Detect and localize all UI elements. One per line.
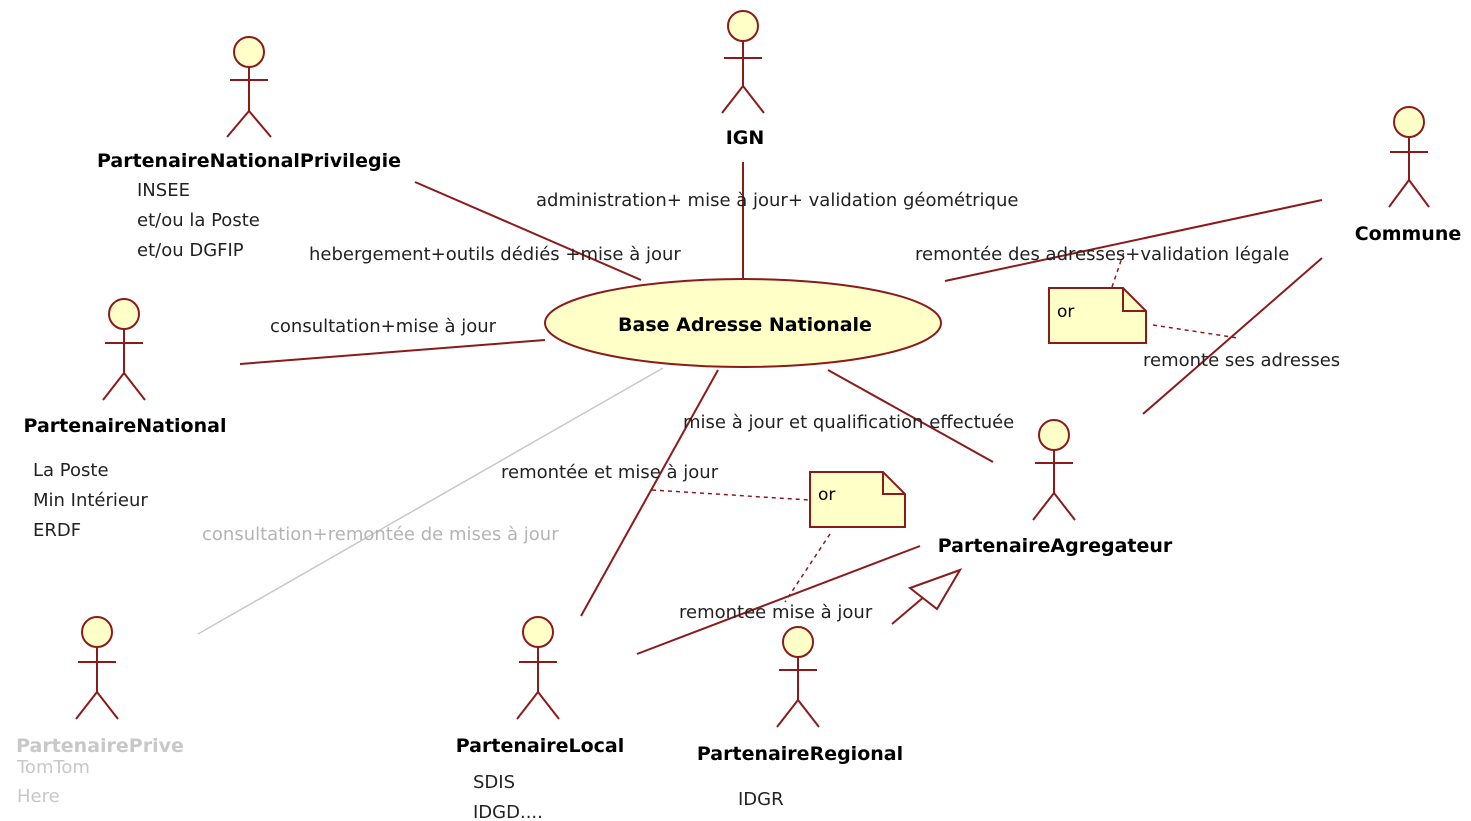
actor-partenaire-regional[interactable]	[776, 626, 820, 728]
actor-ign-name: IGN	[726, 127, 765, 149]
or2-connector-left	[651, 489, 811, 501]
constraint-note-or1[interactable]: or	[1048, 287, 1147, 344]
association-agregateur	[827, 369, 994, 463]
privilegie-note-3: et/ou DGFIP	[137, 240, 244, 261]
label-commune: remontée des adresses+validation légale	[915, 244, 1289, 265]
association-local-agregateur	[636, 545, 921, 655]
actor-local-name: PartenaireLocal	[456, 735, 624, 757]
label-privilegie: hebergement+outils dédiés +mise à jour	[309, 244, 681, 265]
label-agregateur: mise à jour et qualification effectuée	[683, 412, 1014, 433]
prive-note-2: Here	[17, 786, 60, 807]
privilegie-note-1: INSEE	[137, 180, 190, 201]
actor-privilegie-name: PartenaireNationalPrivilegie	[97, 150, 401, 172]
or1-connector-bottom	[1152, 324, 1239, 339]
actor-partenaire-local[interactable]	[516, 616, 560, 720]
national-note-3: ERDF	[33, 520, 81, 541]
actor-ign[interactable]	[721, 10, 765, 114]
label-national: consultation+mise à jour	[270, 316, 497, 337]
actor-commune[interactable]	[1388, 106, 1430, 208]
privilegie-note-2: et/ou la Poste	[137, 210, 260, 231]
association-local	[580, 369, 719, 617]
national-note-1: La Poste	[33, 460, 109, 481]
national-note-2: Min Intérieur	[33, 490, 148, 511]
local-note-1: SDIS	[473, 772, 515, 793]
generalization-line	[891, 595, 926, 625]
association-national	[239, 339, 546, 365]
actor-partenaire-national[interactable]	[102, 298, 146, 401]
actor-commune-name: Commune	[1355, 223, 1462, 245]
prive-note-1: TomTom	[16, 757, 90, 778]
use-case-ellipse[interactable]	[544, 278, 942, 368]
regional-note-1: IDGR	[738, 789, 784, 810]
actor-national-name: PartenaireNational	[24, 415, 227, 437]
actor-agregateur-name: PartenaireAgregateur	[938, 535, 1173, 557]
generalization-arrowhead	[907, 568, 963, 611]
label-local: remontée et mise à jour	[501, 462, 719, 483]
label-prive: consultation+remontée de mises à jour	[202, 524, 559, 545]
actor-regional-name: PartenaireRegional	[697, 743, 903, 765]
or2-label: or	[818, 485, 835, 505]
actor-partenaire-agregateur[interactable]	[1032, 419, 1076, 521]
actor-partenaire-national-privilegie[interactable]	[226, 36, 272, 138]
association-commune	[944, 199, 1323, 282]
use-case-label: Base Adresse Nationale	[618, 314, 872, 336]
label-ign: administration+ mise à jour+ validation …	[536, 190, 1018, 211]
label-commune-agregateur: remonte ses adresses	[1143, 350, 1340, 371]
actor-prive-name: PartenairePrive	[16, 735, 184, 757]
constraint-note-or2[interactable]: or	[809, 471, 906, 528]
association-prive	[197, 367, 664, 635]
actor-partenaire-prive[interactable]	[75, 616, 119, 720]
or1-connector-top	[1111, 251, 1125, 288]
or2-connector-bottom	[784, 533, 831, 603]
local-note-2: IDGD....	[473, 802, 543, 821]
or1-label: or	[1057, 302, 1074, 322]
association-privilegie	[414, 181, 642, 281]
label-local-agregateur: remontee mise à jour	[679, 602, 873, 623]
association-commune-agregateur	[1142, 257, 1323, 415]
